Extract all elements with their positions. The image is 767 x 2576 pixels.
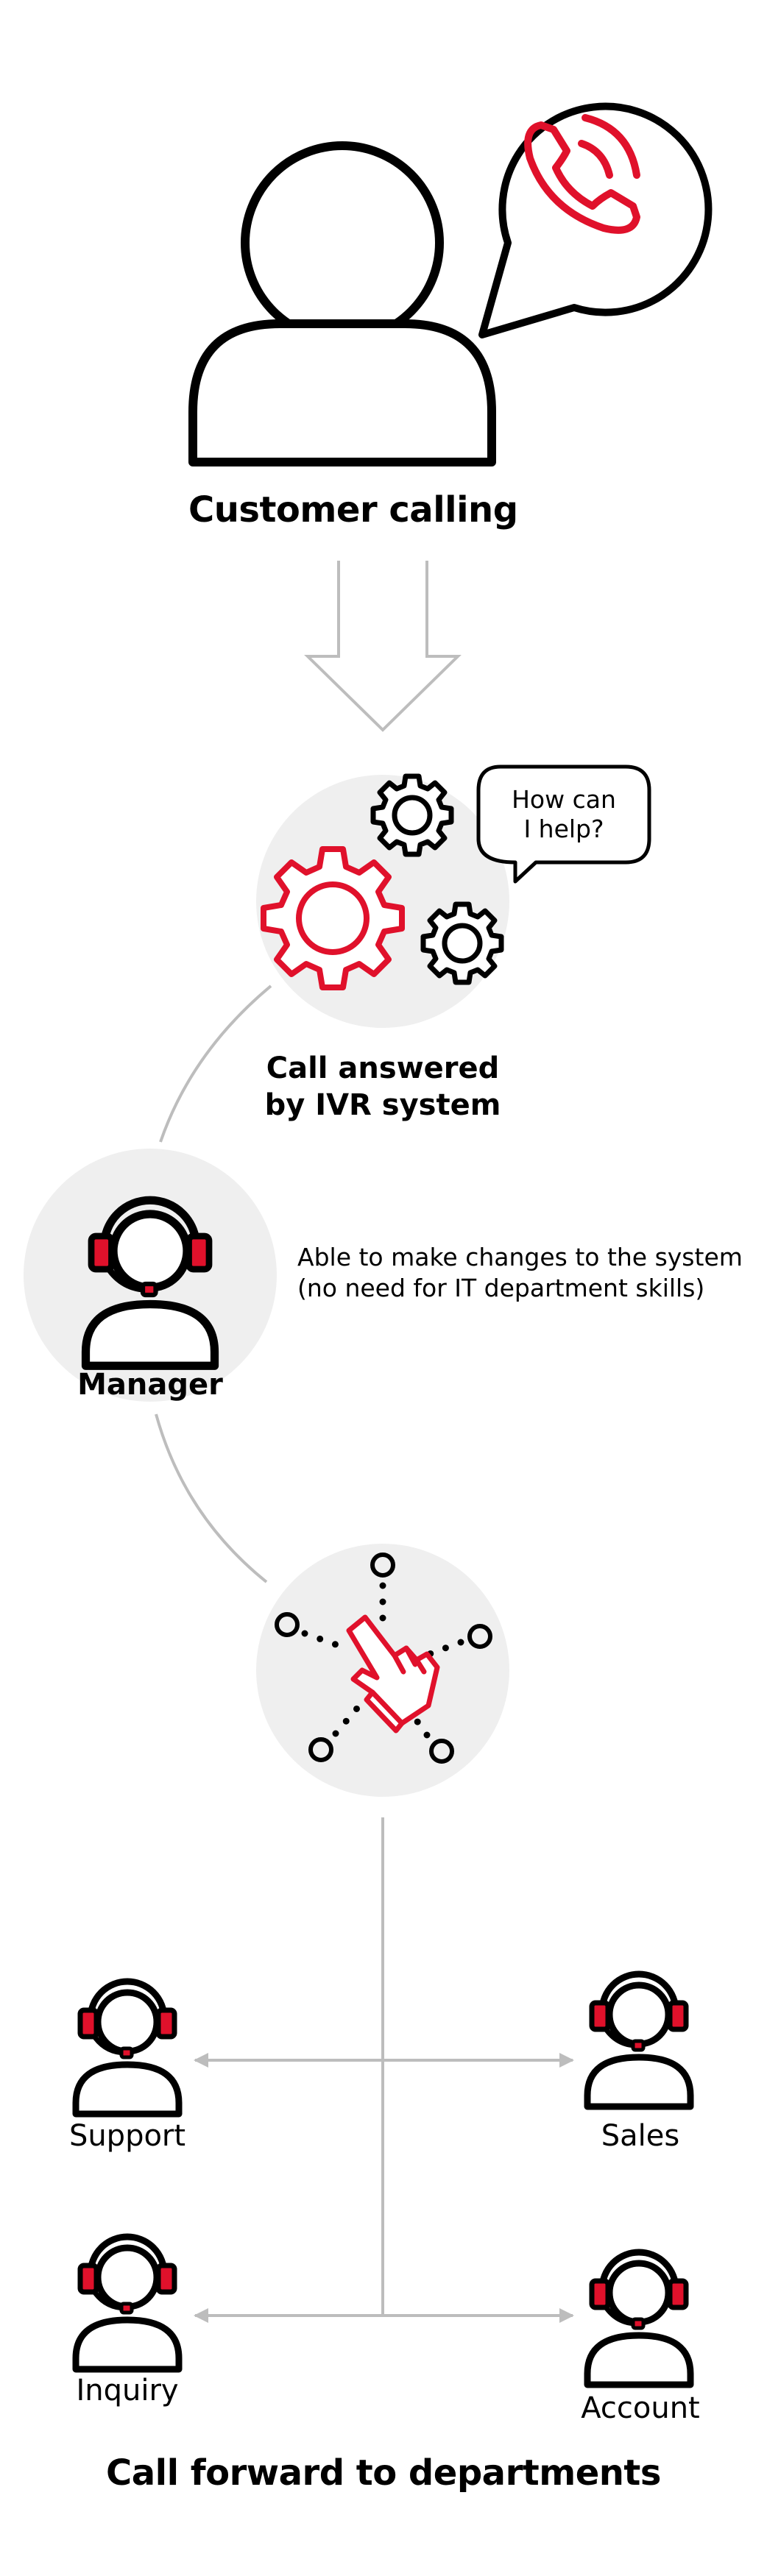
account-agent-icon <box>587 2252 690 2385</box>
ivr-label-line2: by IVR system <box>264 1088 501 1122</box>
flow-down-arrow <box>304 561 462 732</box>
ivr-label-line1: Call answered <box>266 1051 500 1085</box>
customer-label: Customer calling <box>188 489 518 531</box>
inquiry-agent-icon <box>76 2237 179 2369</box>
support-agent-icon <box>76 1981 179 2114</box>
phone-ringing-icon <box>524 114 640 234</box>
help-bubble-icon <box>476 764 651 884</box>
gear-red-icon <box>261 846 405 990</box>
manager-note-line1: Able to make changes to the system <box>297 1243 743 1271</box>
gear-right-icon <box>423 904 501 982</box>
footer-title: Call forward to departments <box>106 2452 661 2494</box>
connector-manager-routing <box>155 1413 268 1583</box>
manager-note-line2: (no need for IT department skills) <box>297 1274 705 1302</box>
help-bubble-line2: I help? <box>523 815 604 843</box>
gear-top-icon <box>373 776 451 854</box>
department-label-support: Support <box>68 2119 186 2153</box>
department-label-inquiry: Inquiry <box>76 2374 179 2408</box>
department-label-account: Account <box>581 2391 700 2425</box>
connector-ivr-manager <box>159 984 272 1143</box>
sales-agent-icon <box>587 1974 690 2107</box>
department-label-sales: Sales <box>601 2119 680 2153</box>
speech-bubble-icon <box>478 102 713 338</box>
gears-icon <box>261 776 501 990</box>
help-bubble-line1: How can <box>512 785 616 814</box>
distribution-lines <box>194 1817 574 2323</box>
manager-label: Manager <box>77 1368 223 1402</box>
hand-pointer-icon <box>346 1614 440 1734</box>
customer-person-icon <box>188 141 496 466</box>
